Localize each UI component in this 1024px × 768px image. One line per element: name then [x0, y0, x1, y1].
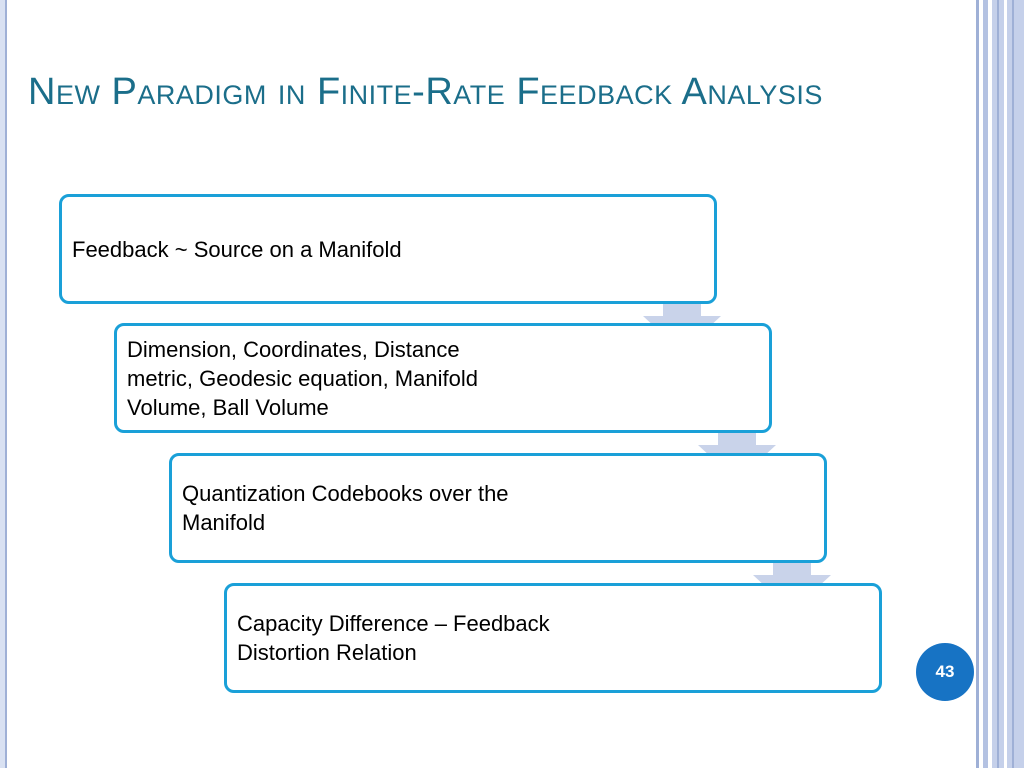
step-box-4: Capacity Difference – Feedback Distortio…	[224, 583, 882, 693]
step-box-1: Feedback ~ Source on a Manifold	[59, 194, 717, 304]
left-border-decoration	[0, 0, 9, 768]
step-box-3: Quantization Codebooks over the Manifold	[169, 453, 827, 563]
step-text-2: Dimension, Coordinates, Distance metric,…	[127, 336, 478, 420]
step-text-3: Quantization Codebooks over the Manifold	[182, 481, 509, 535]
right-border-decoration	[976, 0, 1024, 768]
slide-title: New Paradigm in Finite-Rate Feedback Ana…	[28, 71, 823, 113]
slide-number-badge: 43	[916, 643, 974, 701]
step-text-1: Feedback ~ Source on a Manifold	[72, 236, 402, 262]
step-text-4: Capacity Difference – Feedback Distortio…	[237, 611, 550, 665]
step-box-2: Dimension, Coordinates, Distance metric,…	[114, 323, 772, 433]
